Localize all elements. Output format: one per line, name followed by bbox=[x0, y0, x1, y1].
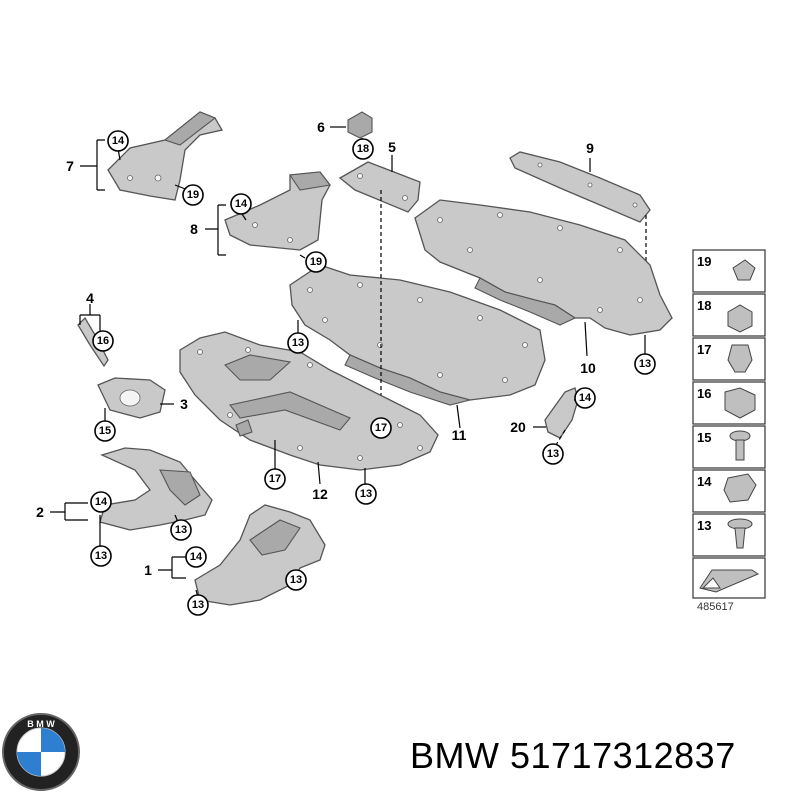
svg-text:13: 13 bbox=[192, 599, 204, 611]
svg-text:16: 16 bbox=[97, 335, 109, 347]
part-label-4: 4 bbox=[86, 290, 94, 306]
svg-text:13: 13 bbox=[697, 518, 711, 533]
callout-19: 19 bbox=[305, 251, 327, 273]
svg-text:12: 12 bbox=[312, 486, 328, 502]
part-label-10: 10 bbox=[580, 360, 596, 376]
legend-item-14: 14 bbox=[692, 469, 766, 513]
svg-text:15: 15 bbox=[697, 430, 711, 445]
callout-14: 14 bbox=[185, 546, 207, 568]
bmw-logo: B M W bbox=[2, 713, 80, 791]
svg-text:13: 13 bbox=[360, 488, 372, 500]
part-3-shape bbox=[97, 377, 166, 419]
callout-13: 13 bbox=[187, 594, 209, 616]
svg-text:B M W: B M W bbox=[27, 719, 55, 729]
legend-item-16: 16 bbox=[692, 381, 766, 425]
part-label-20: 20 bbox=[510, 419, 526, 435]
legend-item-19: 19 bbox=[692, 249, 766, 293]
svg-text:9: 9 bbox=[586, 140, 594, 156]
part-number-caption: BMW 51717312837 bbox=[410, 735, 736, 776]
svg-text:16: 16 bbox=[697, 386, 711, 401]
svg-text:14: 14 bbox=[697, 474, 712, 489]
part-7-shape bbox=[107, 111, 224, 201]
svg-text:14: 14 bbox=[579, 392, 592, 404]
svg-text:6: 6 bbox=[317, 119, 325, 135]
svg-text:13: 13 bbox=[175, 524, 187, 536]
part-label-7: 7 bbox=[66, 158, 74, 174]
svg-text:10: 10 bbox=[580, 360, 596, 376]
svg-text:19: 19 bbox=[310, 256, 322, 268]
svg-text:1: 1 bbox=[144, 562, 152, 578]
part-9-shape bbox=[509, 151, 651, 223]
svg-text:18: 18 bbox=[357, 143, 369, 155]
svg-text:11: 11 bbox=[452, 427, 467, 443]
svg-text:15: 15 bbox=[99, 425, 111, 437]
part-label-6: 6 bbox=[317, 119, 325, 135]
part-2-shape bbox=[99, 447, 213, 531]
svg-text:17: 17 bbox=[269, 473, 281, 485]
svg-text:13: 13 bbox=[547, 448, 559, 460]
legend-item-18: 18 bbox=[692, 293, 766, 337]
svg-text:2: 2 bbox=[36, 504, 44, 520]
svg-text:13: 13 bbox=[95, 550, 107, 562]
part-label-1: 1 bbox=[144, 562, 152, 578]
svg-text:13: 13 bbox=[290, 574, 302, 586]
svg-text:8: 8 bbox=[190, 221, 198, 237]
legend-item-15: 15 bbox=[692, 425, 766, 469]
svg-text:19: 19 bbox=[187, 189, 199, 201]
callout-16: 16 bbox=[92, 330, 114, 352]
svg-text:13: 13 bbox=[292, 337, 304, 349]
callout-19: 19 bbox=[182, 184, 204, 206]
legend-item-17: 17 bbox=[692, 337, 766, 381]
callout-14: 14 bbox=[107, 130, 129, 152]
part-8-shape bbox=[224, 171, 331, 251]
callout-14: 14 bbox=[90, 491, 112, 513]
part-10-shape bbox=[414, 199, 673, 336]
callout-14: 14 bbox=[574, 387, 596, 409]
svg-text:4: 4 bbox=[86, 290, 94, 306]
callout-13: 13 bbox=[90, 545, 112, 567]
svg-text:14: 14 bbox=[112, 135, 125, 147]
legend-arrow-box bbox=[692, 557, 766, 599]
svg-text:14: 14 bbox=[190, 551, 203, 563]
svg-text:3: 3 bbox=[180, 396, 188, 412]
part-1-shape bbox=[194, 504, 326, 606]
part-20-shape bbox=[544, 387, 579, 439]
svg-text:19: 19 bbox=[697, 254, 711, 269]
callout-18: 18 bbox=[352, 138, 374, 160]
svg-text:7: 7 bbox=[66, 158, 74, 174]
part-6-shape bbox=[347, 111, 373, 139]
reference-number: 485617 bbox=[697, 601, 734, 613]
callout-17: 17 bbox=[370, 417, 392, 439]
part-label-9: 9 bbox=[586, 140, 594, 156]
svg-text:17: 17 bbox=[375, 422, 387, 434]
part-label-12: 12 bbox=[312, 486, 328, 502]
callout-13: 13 bbox=[285, 569, 307, 591]
part-label-3: 3 bbox=[180, 396, 188, 412]
part-label-5: 5 bbox=[388, 139, 396, 155]
svg-text:13: 13 bbox=[639, 358, 651, 370]
part-label-2: 2 bbox=[36, 504, 44, 520]
svg-text:14: 14 bbox=[95, 496, 108, 508]
callout-13: 13 bbox=[355, 483, 377, 505]
part-label-11: 11 bbox=[452, 427, 467, 443]
callout-13: 13 bbox=[287, 332, 309, 354]
svg-text:17: 17 bbox=[697, 342, 711, 357]
callout-13: 13 bbox=[170, 519, 192, 541]
svg-text:14: 14 bbox=[235, 198, 248, 210]
part-5-shape bbox=[338, 161, 421, 213]
svg-text:18: 18 bbox=[697, 298, 711, 313]
callout-13: 13 bbox=[634, 353, 656, 375]
legend-item-13: 13 bbox=[692, 513, 766, 557]
svg-text:20: 20 bbox=[510, 419, 526, 435]
callout-13: 13 bbox=[542, 443, 564, 465]
part-label-8: 8 bbox=[190, 221, 198, 237]
callout-15: 15 bbox=[94, 420, 116, 442]
fastener-legend: 19 18 17 16 15 14 bbox=[692, 249, 766, 613]
svg-text:5: 5 bbox=[388, 139, 396, 155]
callout-17: 17 bbox=[264, 468, 286, 490]
callout-14: 14 bbox=[230, 193, 252, 215]
